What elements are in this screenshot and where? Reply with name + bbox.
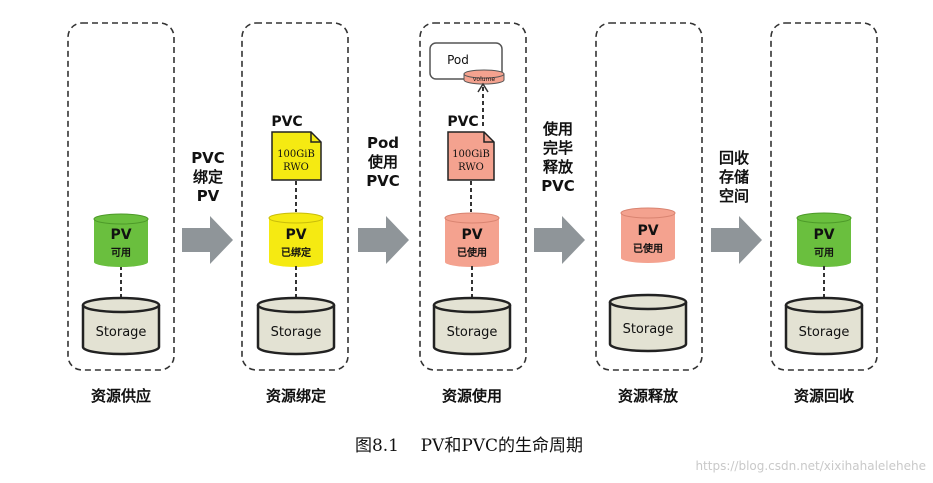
stage-label-binding: 资源绑定 [266,387,326,405]
stage-box-provisioning [67,22,175,371]
pvc-document-fold [483,132,494,143]
pv-cylinder-body [269,218,323,267]
svg-text:使用: 使用 [542,120,573,138]
pod-label: Pod [447,53,469,67]
pvc-document-fold [310,132,321,143]
pv-cylinder-bound: PV 已绑定 [268,212,324,267]
transition-label-release: 使用 完毕 释放 PVC [541,120,575,195]
storage-body [784,305,864,356]
pv-cylinder-released: PV 已使用 [620,207,676,263]
storage-label: Storage [623,322,674,337]
pv-cylinder-top [444,212,500,224]
stage-box-using [419,22,527,371]
storage-label: Storage [799,325,850,340]
storage-cylinder: Storage [81,296,161,356]
pv-title: PV [110,227,131,243]
pvc-title: PVC [271,114,302,130]
arrow-icon [534,216,585,264]
svg-text:完毕: 完毕 [543,139,573,157]
pv-cylinder-reclaimed: PV 可用 [796,212,852,267]
pv-status: 已绑定 [281,246,311,259]
pvc-access-mode: RWO [458,162,484,173]
svg-text:绑定: 绑定 [193,168,223,186]
pv-cylinder-body [797,218,851,267]
stage-label-releasing: 资源释放 [618,387,679,405]
stage-box-releasing [595,22,703,371]
transition-label-use: Pod 使用 PVC [366,134,400,190]
pvc-capacity: 100GiB [277,149,315,160]
arrow-icon [358,216,409,264]
pvc-title: PVC [447,114,478,130]
pv-cylinder-top [796,212,852,224]
svg-text:释放: 释放 [543,158,574,176]
svg-text:PVC: PVC [541,177,575,195]
storage-body [432,305,512,356]
pv-title: PV [637,223,658,239]
pv-status: 可用 [814,247,834,259]
pod-box: Pod volume [429,42,505,85]
arrow-icon [182,216,233,264]
svg-text:存储: 存储 [719,168,749,186]
storage-body [256,305,336,356]
pv-cylinder-top [268,212,324,224]
svg-text:Pod: Pod [367,134,399,152]
svg-text:PV: PV [197,187,220,205]
pv-cylinder-top [620,207,676,219]
pvc-document-body [447,131,495,181]
pv-cylinder-available: PV 可用 [93,213,149,267]
pvc-document-body [271,131,322,181]
storage-body [608,302,688,353]
storage-label: Storage [96,325,147,340]
svg-text:回收: 回收 [719,149,749,167]
svg-text:PVC: PVC [366,172,400,190]
stage-box-binding [241,22,349,371]
pv-status: 可用 [111,247,131,259]
volume-label: volume [473,76,496,83]
pv-title: PV [461,227,482,243]
pv-cylinder-body [621,213,675,263]
pv-cylinder-body [94,219,148,267]
volume-disk-icon: volume [463,69,505,85]
figure-caption: 图8.1 PV和PVC的生命周期 [355,436,583,456]
storage-top [608,293,688,311]
stage-box-reclaiming [770,22,878,371]
pv-title: PV [813,227,834,243]
stage-label-reclaiming: 资源回收 [794,387,854,405]
storage-body [81,305,161,356]
storage-top [81,296,161,314]
storage-label: Storage [271,325,322,340]
arrow-icon [711,216,762,264]
pv-status: 已使用 [457,246,487,259]
pvc-document-in-use: PVC 100GiB RWO [447,114,495,181]
pv-cylinder-body [445,218,499,267]
storage-label: Storage [447,325,498,340]
pvc-capacity: 100GiB [452,149,490,160]
transition-label-reclaim: 回收 存储 空间 [719,149,749,205]
svg-text:使用: 使用 [367,153,398,171]
stage-label-using: 资源使用 [442,387,502,405]
pvc-access-mode: RWO [283,162,309,173]
arrowhead-icon [477,82,489,93]
pv-status: 已使用 [633,242,663,255]
pv-cylinder-top [93,213,149,225]
pv-title: PV [285,227,306,243]
svg-text:PVC: PVC [191,149,225,167]
stage-label-provisioning: 资源供应 [91,387,151,405]
storage-top [432,296,512,314]
storage-top [256,296,336,314]
storage-cylinder: Storage [608,293,688,353]
storage-cylinder: Storage [784,296,864,356]
pvc-document-bound: PVC 100GiB RWO [271,114,322,181]
pv-cylinder-in-use: PV 已使用 [444,212,500,267]
watermark: https://blog.csdn.net/xixihahalelehehe [695,459,926,473]
storage-cylinder: Storage [432,296,512,356]
svg-text:空间: 空间 [719,187,749,205]
storage-top [784,296,864,314]
storage-cylinder: Storage [256,296,336,356]
transition-label-bind: PVC 绑定 PV [191,149,225,205]
